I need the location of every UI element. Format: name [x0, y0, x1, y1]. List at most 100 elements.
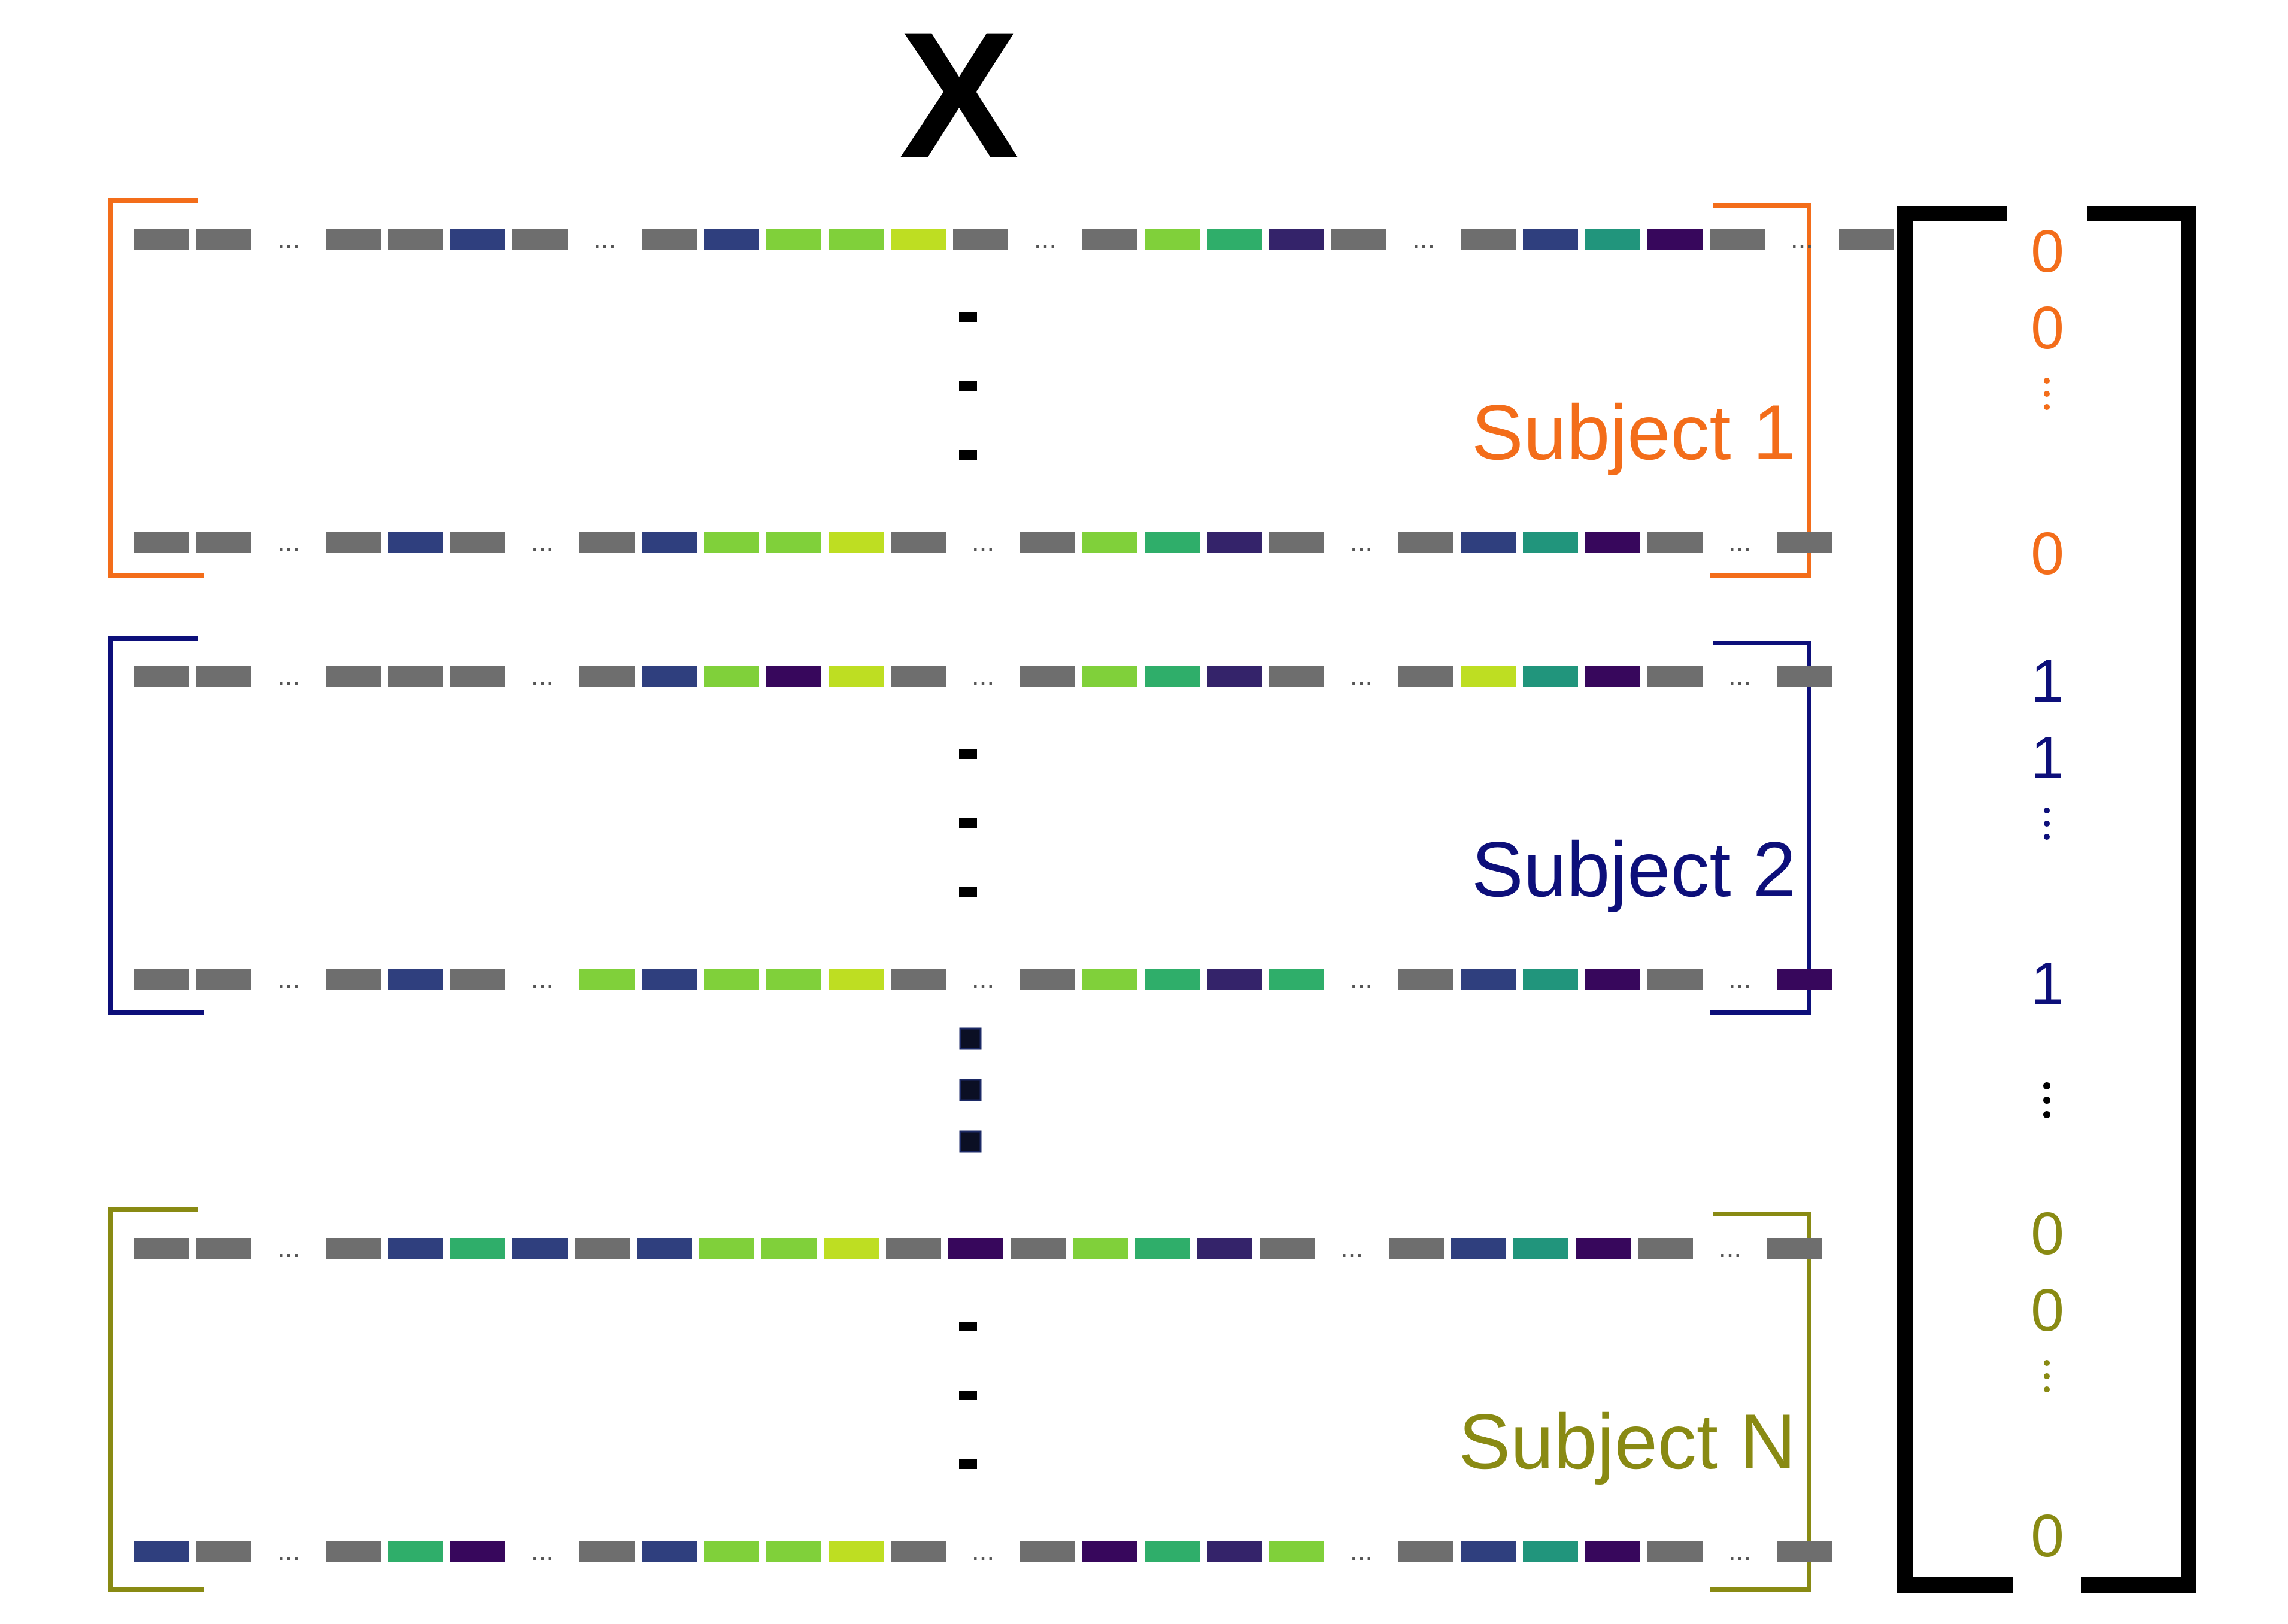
feature-cell: [891, 229, 946, 250]
feature-cell: [891, 1541, 946, 1562]
feature-cell: [388, 532, 443, 553]
feature-cell: [699, 1238, 754, 1259]
feature-ellipsis: ...: [1719, 1232, 1741, 1263]
feature-cell: [1020, 969, 1075, 990]
feature-cell: [1145, 969, 1200, 990]
y-left-bracket: [1897, 206, 2013, 1593]
feature-cell: [1145, 1541, 1200, 1562]
feature-cell: [134, 969, 189, 990]
feature-cell: [579, 666, 635, 687]
feature-cell: [891, 532, 946, 553]
feature-cell: [1647, 1541, 1703, 1562]
feature-ellipsis: ...: [593, 223, 616, 254]
feature-cell: [196, 666, 251, 687]
feature-ellipsis: ...: [972, 1535, 994, 1566]
feature-cell: [1585, 1541, 1640, 1562]
feature-cell: [388, 969, 443, 990]
feature-cell: [1398, 969, 1453, 990]
feature-cell: [886, 1238, 941, 1259]
feature-cell: [948, 1238, 1003, 1259]
feature-cell: [761, 1238, 817, 1259]
row-ellipsis: [959, 312, 977, 460]
feature-ellipsis: ...: [531, 963, 554, 994]
y-ellipsis-dot: [2044, 1386, 2050, 1392]
y-group-1: 000: [2031, 218, 2064, 587]
feature-cell: [1260, 1238, 1315, 1259]
feature-ellipsis: ...: [972, 660, 994, 691]
y-ellipsis-dot: [2043, 1097, 2050, 1104]
feature-ellipsis: ...: [1728, 526, 1751, 557]
group-ellipsis-dot: [959, 1079, 982, 1101]
feature-cell: [196, 229, 251, 250]
feature-ellipsis: ...: [531, 526, 554, 557]
feature-cell: [1710, 229, 1765, 250]
feature-cell: [1777, 1541, 1832, 1562]
ellipsis-dot: [959, 1322, 977, 1331]
feature-cell: [326, 1541, 381, 1562]
row-ellipsis: [959, 1322, 977, 1469]
feature-ellipsis: ...: [531, 1535, 554, 1566]
feature-cell: [388, 666, 443, 687]
feature-cell: [1585, 969, 1640, 990]
feature-cell: [1398, 532, 1453, 553]
feature-cell: [196, 1541, 251, 1562]
feature-cell: [1197, 1238, 1252, 1259]
feature-cell: [1011, 1238, 1066, 1259]
feature-cell: [704, 969, 759, 990]
feature-ellipsis: ...: [277, 223, 300, 254]
y-ellipsis-dot: [2044, 391, 2050, 397]
ellipsis-dot: [959, 450, 977, 460]
feature-cell: [704, 1541, 759, 1562]
ellipsis-dot: [959, 1391, 977, 1400]
feature-cell: [1451, 1238, 1506, 1259]
feature-cell: [450, 969, 505, 990]
feature-cell: [1523, 1541, 1578, 1562]
feature-cell: [1585, 666, 1640, 687]
y-group-2: 111: [2031, 648, 2064, 1017]
ellipsis-dot: [959, 1459, 977, 1469]
feature-cell: [1767, 1238, 1822, 1259]
feature-cell: [1207, 969, 1262, 990]
feature-cell: [1207, 1541, 1262, 1562]
feature-row: ...............: [134, 526, 1832, 557]
feature-cell: [1331, 229, 1386, 250]
feature-cell: [1461, 1541, 1516, 1562]
feature-cell: [579, 532, 635, 553]
feature-ellipsis: ...: [1412, 223, 1435, 254]
feature-cell: [642, 229, 697, 250]
feature-cell: [829, 666, 884, 687]
feature-ellipsis: ...: [1350, 963, 1373, 994]
feature-cell: [450, 666, 505, 687]
feature-cell: [642, 969, 697, 990]
feature-cell: [134, 1238, 189, 1259]
y-group-ellipsis: [2043, 1082, 2050, 1118]
feature-cell: [637, 1238, 692, 1259]
feature-cell: [1269, 666, 1324, 687]
feature-cell: [1585, 532, 1640, 553]
feature-row: ...............: [134, 963, 1832, 994]
feature-cell: [1269, 969, 1324, 990]
y-ellipsis-dot: [2044, 1373, 2050, 1379]
feature-cell: [1145, 229, 1200, 250]
feature-ellipsis: ...: [277, 526, 300, 557]
feature-row: .........: [134, 1232, 1822, 1263]
feature-ellipsis: ...: [1340, 1232, 1363, 1263]
feature-cell: [766, 1541, 821, 1562]
feature-cell: [1839, 229, 1894, 250]
feature-cell: [1145, 532, 1200, 553]
feature-ellipsis: ...: [1034, 223, 1057, 254]
feature-cell: [642, 532, 697, 553]
feature-ellipsis: ...: [277, 660, 300, 691]
y-value: 1: [2031, 724, 2064, 791]
feature-cell: [1523, 532, 1578, 553]
feature-cell: [1082, 229, 1137, 250]
feature-cell: [1082, 532, 1137, 553]
feature-ellipsis: ...: [277, 963, 300, 994]
feature-cell: [1389, 1238, 1444, 1259]
feature-cell: [512, 229, 568, 250]
feature-cell: [766, 532, 821, 553]
left-bracket: [108, 1207, 204, 1592]
